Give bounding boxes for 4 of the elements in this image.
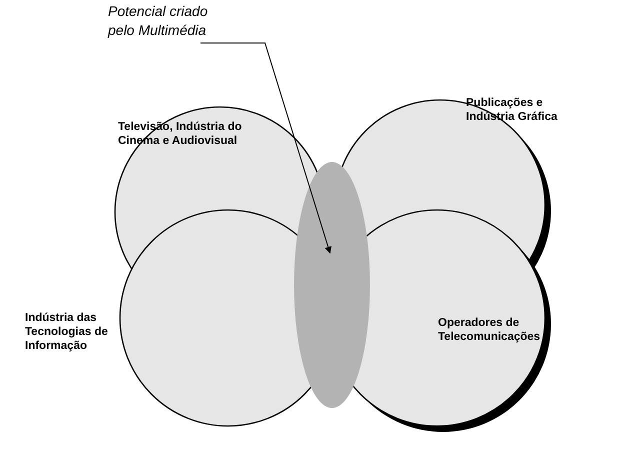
callout-text: Potencial criado pelo Multimédia — [108, 2, 209, 40]
sector-label: Indústria das Tecnologias de Informação — [25, 311, 109, 353]
sector-label: Operadores de Telecomunicações — [438, 316, 542, 344]
leader-line — [200, 42, 332, 254]
